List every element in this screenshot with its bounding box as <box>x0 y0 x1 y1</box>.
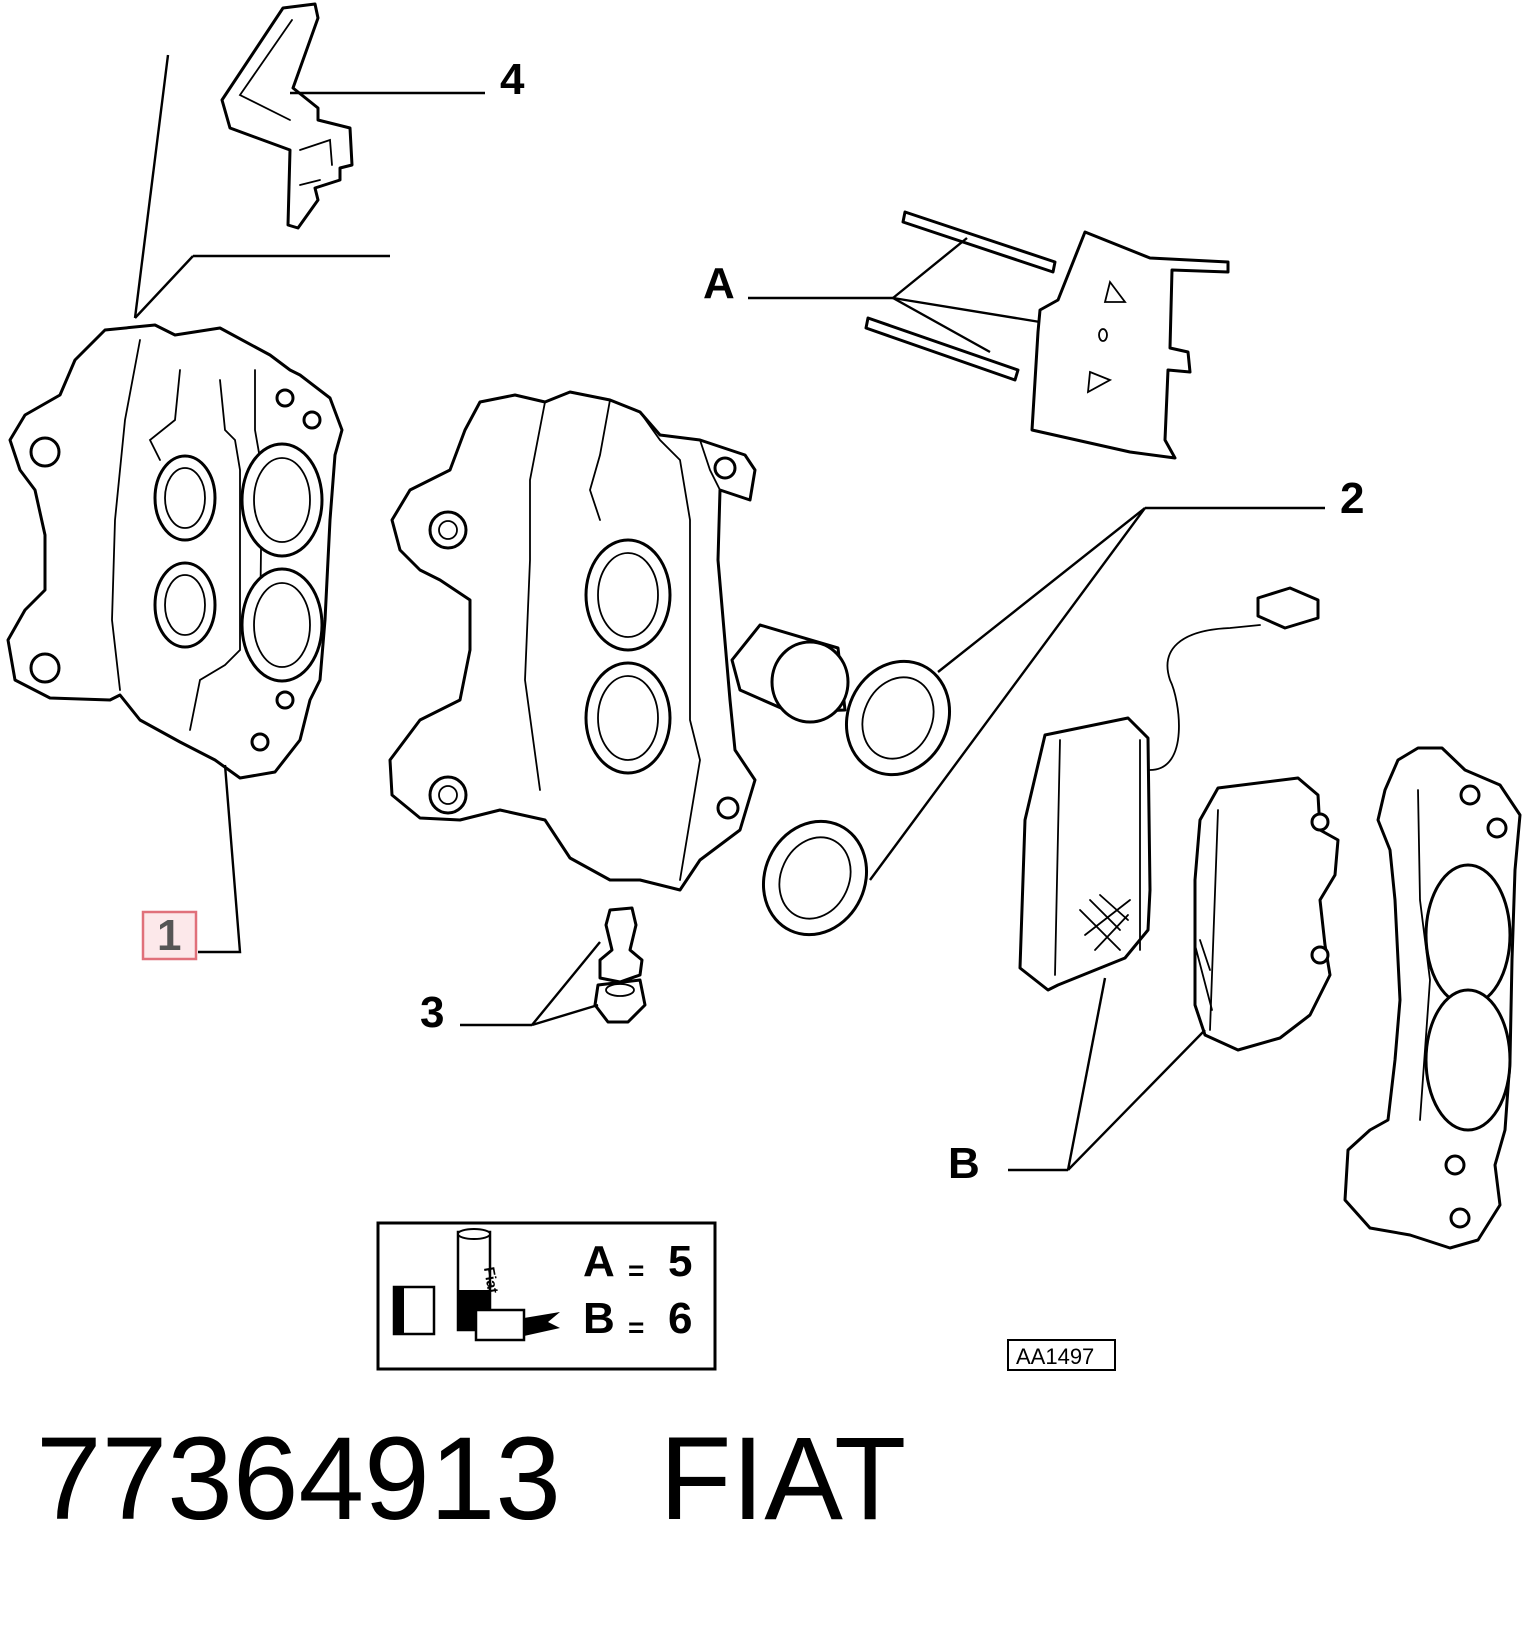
leader-A-pin1 <box>892 237 968 299</box>
leader-2-seal2 <box>869 507 1146 881</box>
leader-1-bottom <box>198 764 242 954</box>
kit-row-b-letter: B <box>583 1294 615 1343</box>
caliper-half-right <box>1343 746 1522 1250</box>
part-B-brake-pads <box>1018 586 1340 1052</box>
callout-1: 1 <box>157 911 181 960</box>
brand-name: FIAT <box>659 1413 907 1545</box>
leader-A-plate <box>892 296 1041 324</box>
part-2-seals <box>761 659 952 937</box>
leader-1-top <box>133 54 170 319</box>
leader-A-pin2 <box>892 296 991 354</box>
part-4-spring-clip <box>220 2 354 230</box>
part-1-caliper-half <box>6 323 344 780</box>
kit-row-b-eq: = <box>628 1312 644 1343</box>
part-3-bleed-screw <box>593 906 647 1024</box>
leader-2-seal1 <box>937 507 1146 673</box>
kit-row-a-letter: A <box>583 1237 615 1286</box>
kit-row-a-eq: = <box>628 1255 644 1286</box>
leader-3-screw <box>531 941 601 1026</box>
caption-gap <box>561 1413 659 1545</box>
kit-row-a-qty: 5 <box>668 1237 692 1286</box>
callout-B: B <box>948 1139 980 1188</box>
reference-code: AA1497 <box>1016 1344 1094 1369</box>
caption: 77364913 FIAT <box>36 1420 906 1538</box>
leader-3-cap <box>531 1003 599 1027</box>
leader-B-pad2 <box>1067 1029 1206 1171</box>
caliper-half-center <box>388 390 757 892</box>
leader-1-top-branch <box>134 255 194 319</box>
part-number: 77364913 <box>36 1413 562 1545</box>
callout-A: A <box>703 259 735 308</box>
callout-1-highlight <box>141 910 198 961</box>
callout-2: 2 <box>1340 474 1364 523</box>
kit-row-b-qty: 6 <box>668 1294 692 1343</box>
kit-products-icon: Fiat <box>392 1228 560 1342</box>
callout-3: 3 <box>420 988 444 1037</box>
kit-logo-text: Fiat <box>480 1266 501 1295</box>
leader-B-pad1 <box>1066 977 1107 1171</box>
piston <box>730 623 850 724</box>
part-A-pins-and-plate <box>864 210 1230 460</box>
callout-4: 4 <box>500 55 525 104</box>
kit-legend: Fiat A = 5 B = 6 <box>376 1221 717 1371</box>
reference-code-box: AA1497 <box>1007 1339 1116 1371</box>
